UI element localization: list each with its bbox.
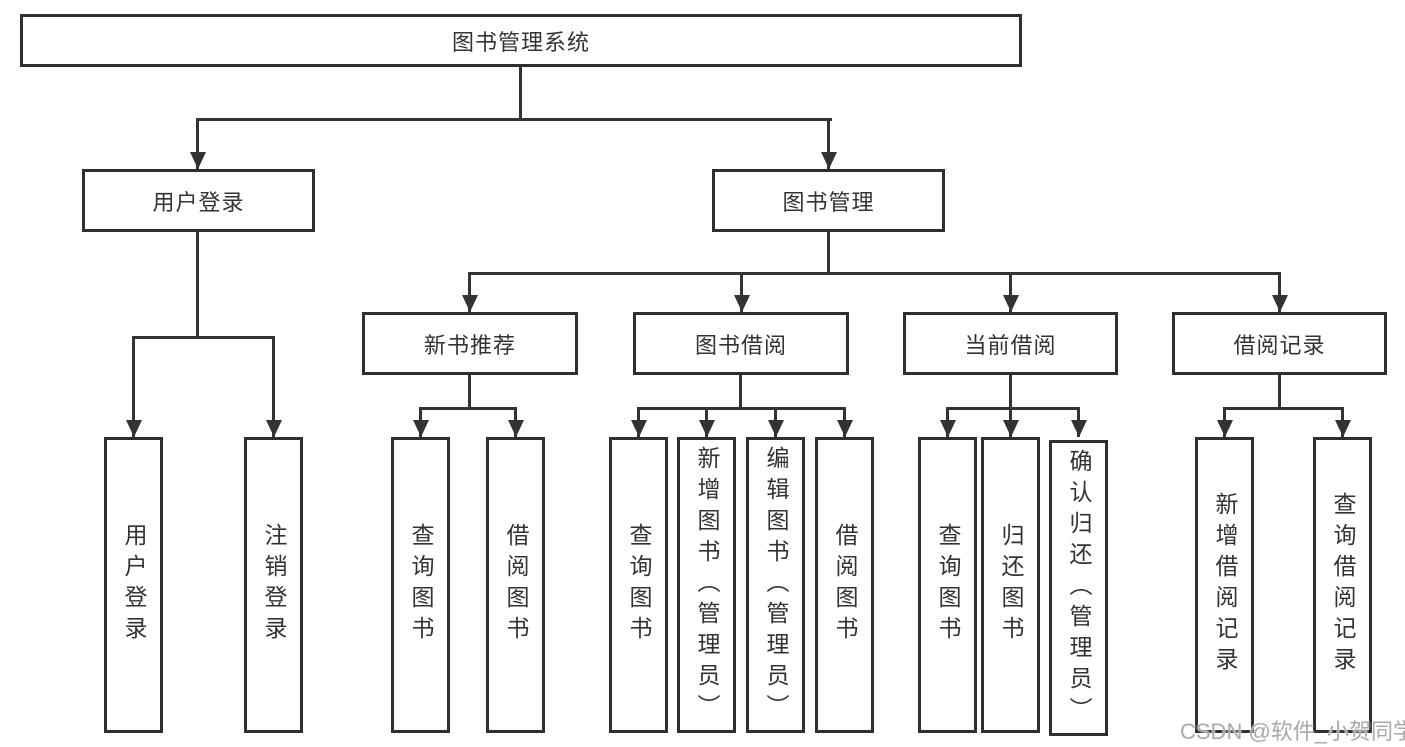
arrowhead-to-leaf-logout [272,336,275,437]
node-borrow-records: 借阅记录 [1172,312,1387,375]
connector-user-login-horizontal [132,336,275,339]
leaf-logout: 注销登录 [244,437,303,733]
arrowhead-to-book-borrow [740,272,743,312]
leaf-add-book-admin: 新增图书（管理员） [677,437,736,733]
node-label: 借阅记录 [1233,332,1326,358]
leaf-label: 确认归还（管理员） [1066,448,1092,728]
leaf-label: 用户登录 [121,523,147,647]
node-label: 用户登录 [152,189,245,215]
connector-br-vertical [1278,375,1281,407]
node-book-management: 图书管理 [712,169,945,232]
arrowhead-bb-leaf-3 [774,407,777,437]
leaf-label: 新增借阅记录 [1212,492,1238,678]
leaf-label: 查询图书 [935,523,961,647]
leaf-label: 编辑图书（管理员） [763,445,789,725]
node-label: 当前借阅 [964,332,1057,358]
leaf-edit-book-admin: 编辑图书（管理员） [746,437,805,733]
connector-nbr-vertical [468,375,471,407]
arrowhead-to-leaf-user-login [132,336,135,437]
arrowhead-to-current-borrow [1009,272,1012,312]
connector-book-mgmt-vertical [827,232,830,272]
leaf-return-books: 归还图书 [981,437,1040,733]
arrowhead-bb-leaf-2 [705,407,708,437]
connector-cb-horizontal [946,407,1080,410]
connector-nbr-horizontal [419,407,517,410]
leaf-query-books-current: 查询图书 [918,437,977,733]
connector-cb-vertical [1009,375,1012,407]
arrowhead-cb-leaf-1 [946,407,949,437]
leaf-query-borrow-record: 查询借阅记录 [1313,437,1372,733]
node-label: 图书管理 [782,189,875,215]
connector-root-horizontal [196,118,832,121]
node-label: 图书管理系统 [451,29,590,55]
connector-br-horizontal [1223,407,1344,410]
leaf-query-books-recommend: 查询图书 [391,437,450,733]
leaf-borrow-books-recommend: 借阅图书 [486,437,545,733]
arrowhead-br-leaf-2 [1341,407,1344,437]
arrowhead-to-user-login [196,118,199,169]
leaf-borrow-books: 借阅图书 [815,437,874,733]
node-user-login-branch: 用户登录 [82,169,315,232]
arrowhead-to-new-book-recommend [468,272,471,312]
leaf-label: 借阅图书 [503,523,529,647]
connector-user-login-vertical [196,232,199,336]
arrowhead-cb-leaf-2 [1009,407,1012,437]
connector-root-vertical [519,66,522,119]
leaf-query-books-borrow: 查询图书 [609,437,668,733]
node-library-system: 图书管理系统 [20,14,1022,67]
arrowhead-cb-leaf-3 [1077,407,1080,437]
connector-bb-horizontal [637,407,846,410]
arrowhead-nbr-leaf-1 [419,407,422,437]
leaf-confirm-return-admin: 确认归还（管理员） [1049,440,1108,736]
leaf-label: 查询图书 [408,523,434,647]
arrowhead-nbr-leaf-2 [514,407,517,437]
leaf-label: 新增图书（管理员） [694,445,720,725]
leaf-label: 查询借阅记录 [1330,492,1356,678]
leaf-label: 归还图书 [998,523,1024,647]
arrowhead-bb-leaf-4 [843,407,846,437]
connector-bb-vertical [739,375,742,407]
arrowhead-to-book-management [827,118,830,169]
connector-book-mgmt-horizontal [468,272,1281,275]
node-new-book-recommend: 新书推荐 [362,312,578,375]
arrowhead-to-borrow-records [1278,272,1281,312]
leaf-label: 注销登录 [261,523,287,647]
leaf-add-borrow-record: 新增借阅记录 [1195,437,1254,733]
csdn-watermark: CSDN @软件_小贺同学 [1180,719,1405,744]
leaf-user-login: 用户登录 [104,437,163,733]
node-current-borrow: 当前借阅 [903,312,1118,375]
leaf-label: 查询图书 [626,523,652,647]
arrowhead-br-leaf-1 [1223,407,1226,437]
leaf-label: 借阅图书 [832,523,858,647]
node-label: 新书推荐 [423,332,516,358]
node-label: 图书借阅 [694,332,787,358]
arrowhead-bb-leaf-1 [637,407,640,437]
node-book-borrow: 图书借阅 [633,312,849,375]
